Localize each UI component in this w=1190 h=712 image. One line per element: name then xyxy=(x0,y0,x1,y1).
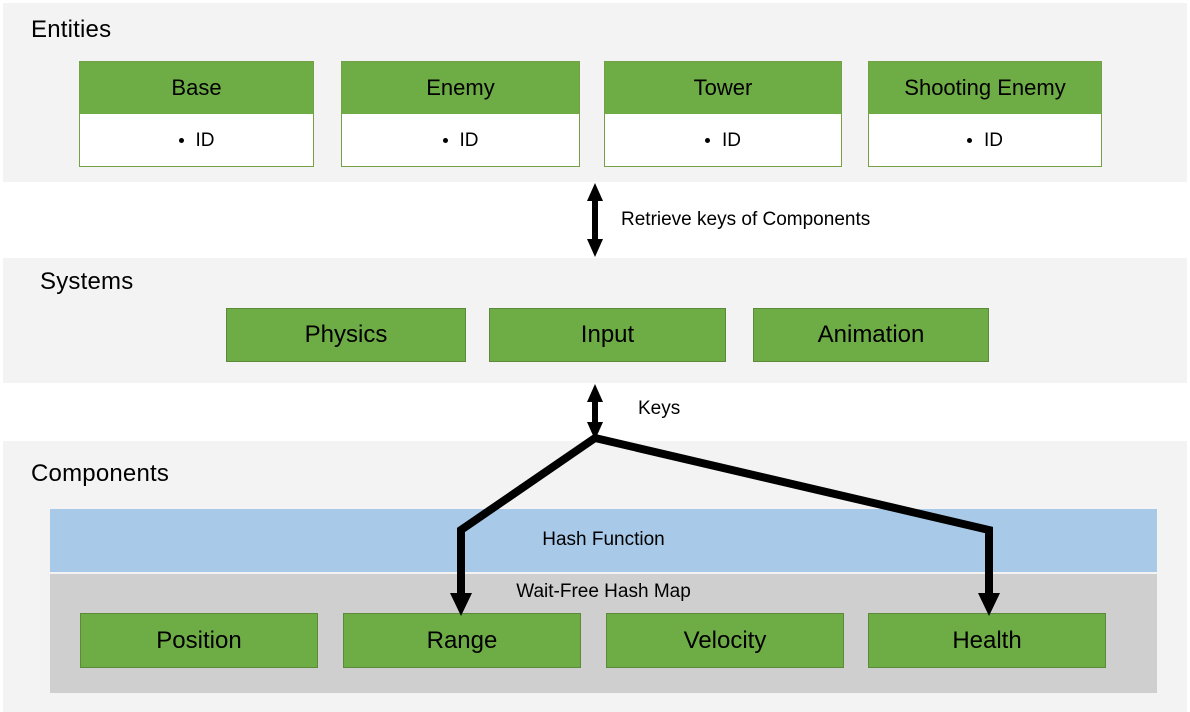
entity-card-tower-field: ID xyxy=(722,129,741,151)
system-box-input[interactable]: Input xyxy=(489,308,726,362)
bullet-icon xyxy=(967,138,972,143)
connector-label-keys: Keys xyxy=(638,398,681,419)
entity-card-enemy-fields: ID xyxy=(342,114,579,167)
bullet-icon xyxy=(442,138,448,143)
entity-card-base[interactable]: Base ID xyxy=(79,61,314,167)
entity-card-enemy-title: Enemy xyxy=(342,62,579,114)
component-box-health[interactable]: Health xyxy=(868,613,1106,668)
entity-card-base-title: Base xyxy=(80,62,313,114)
hash-function-label: Hash Function xyxy=(542,529,665,550)
hash-map-label: Wait-Free Hash Map xyxy=(516,581,691,602)
system-box-physics[interactable]: Physics xyxy=(226,308,466,362)
connector-entities-systems xyxy=(587,183,603,257)
entity-card-enemy[interactable]: Enemy ID xyxy=(341,61,580,167)
entity-card-shooting-enemy-title: Shooting Enemy xyxy=(869,62,1101,114)
entity-card-tower[interactable]: Tower ID xyxy=(604,61,842,167)
entity-card-base-field: ID xyxy=(195,129,215,151)
connector-label-retrieve-keys: Retrieve keys of Components xyxy=(621,209,871,230)
component-box-position[interactable]: Position xyxy=(80,613,318,668)
component-box-velocity[interactable]: Velocity xyxy=(606,613,844,668)
component-box-range[interactable]: Range xyxy=(343,613,581,668)
entity-card-base-fields: ID xyxy=(80,114,313,167)
components-panel-title: Components xyxy=(31,460,170,487)
entity-card-shooting-enemy-fields: ID xyxy=(869,114,1101,167)
bullet-icon xyxy=(178,138,184,143)
system-box-animation[interactable]: Animation xyxy=(753,308,989,362)
entity-card-tower-fields: ID xyxy=(605,114,841,167)
systems-panel-title: Systems xyxy=(40,268,134,295)
connector-systems-components xyxy=(587,384,603,440)
entity-card-enemy-field: ID xyxy=(459,129,479,151)
entities-panel-title: Entities xyxy=(31,16,112,43)
entity-card-shooting-enemy[interactable]: Shooting Enemy ID xyxy=(868,61,1102,167)
bullet-icon xyxy=(705,138,710,143)
entity-card-tower-title: Tower xyxy=(605,62,841,114)
entity-card-shooting-enemy-field: ID xyxy=(984,129,1003,151)
